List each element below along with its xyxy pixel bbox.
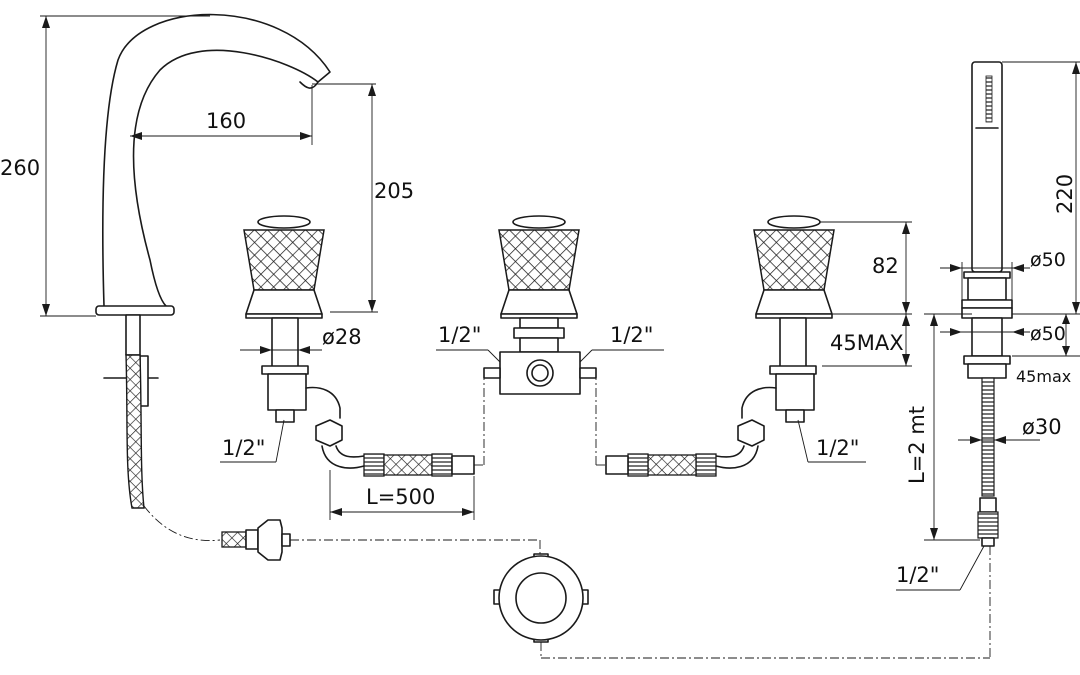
valve-diameter-label: ø28 xyxy=(322,325,362,349)
dim-spout-height: 260 xyxy=(0,15,210,317)
dim-shower-hose-diameter: ø30 xyxy=(958,415,1062,446)
dim-shower-length: 220 xyxy=(1002,61,1080,315)
spout-outlet-height-label: 205 xyxy=(374,179,414,203)
dim-valve-diameter: ø28 xyxy=(240,325,362,356)
hand-shower xyxy=(961,61,1013,658)
spout-height-label: 260 xyxy=(0,156,40,180)
dim-spout-reach: 160 xyxy=(130,85,313,145)
shower-length-label: 220 xyxy=(1053,174,1077,214)
dim-shower-max: 45max xyxy=(1012,314,1080,386)
shower-thread-label: 1/2" xyxy=(896,563,939,587)
dim-right-valve-thread: 1/2" xyxy=(797,419,866,463)
shower-hose-diameter-label: ø30 xyxy=(1022,415,1062,439)
handle-height-label: 82 xyxy=(872,254,899,278)
shower-hose-length-label: L=2 mt xyxy=(905,406,929,484)
dim-shower-head-diameter: ø50 xyxy=(940,249,1066,306)
left-valve xyxy=(243,215,485,477)
shower-head-diameter-label: ø50 xyxy=(1030,249,1066,271)
dim-handle-max: 45MAX xyxy=(822,314,912,367)
valve-thread-left-label: 1/2" xyxy=(222,436,265,460)
dim-center-connectors: 1/2" 1/2" xyxy=(436,323,664,363)
hose-length-label: L=500 xyxy=(366,485,435,509)
shower-base-diameter-label: ø50 xyxy=(1030,323,1066,345)
connector-right-label: 1/2" xyxy=(610,323,653,347)
connector-left-label: 1/2" xyxy=(438,323,481,347)
valve-thread-right-label: 1/2" xyxy=(816,436,859,460)
handle-max-label: 45MAX xyxy=(830,331,904,355)
dim-shower-base-diameter: ø50 xyxy=(940,323,1066,345)
shower-max-label: 45max xyxy=(1016,367,1071,386)
dim-spout-outlet-height: 205 xyxy=(312,83,414,313)
dim-hose-length: L=500 xyxy=(329,470,475,520)
right-valve xyxy=(595,215,835,477)
bottom-fitting xyxy=(493,553,990,659)
dim-shower-hose-length: L=2 mt xyxy=(905,313,980,541)
dim-left-valve-thread: 1/2" xyxy=(220,419,285,463)
spout xyxy=(95,13,541,561)
center-valve xyxy=(483,215,597,395)
dim-shower-thread: 1/2" xyxy=(896,545,985,591)
dim-handle-height: 82 xyxy=(820,221,912,315)
spout-reach-label: 160 xyxy=(206,109,246,133)
